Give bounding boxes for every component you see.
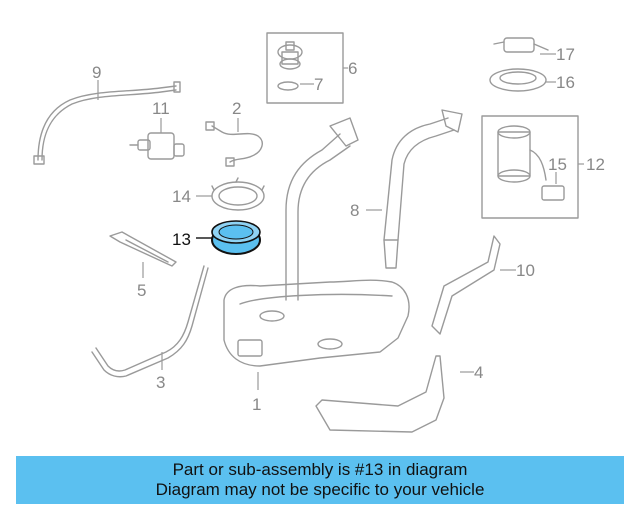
part-12-pump-module-box: 12 15 xyxy=(481,115,605,219)
callout-11: 11 xyxy=(152,99,170,118)
callout-6: 6 xyxy=(348,59,357,78)
part-13-seal-highlighted: 13 xyxy=(172,220,261,255)
part-1-fuel-tank: 1 xyxy=(223,117,410,414)
callout-17: 17 xyxy=(556,45,575,64)
callout-7: 7 xyxy=(314,75,323,94)
part-3-tank-strap: 3 xyxy=(91,265,209,392)
part-16-ring-nut: 16 xyxy=(489,68,575,92)
part-4-shield: 4 xyxy=(315,355,483,433)
callout-9: 9 xyxy=(92,63,101,82)
callout-5: 5 xyxy=(137,281,146,300)
svg-text:2: 2 xyxy=(232,99,241,118)
callout-10: 10 xyxy=(516,261,535,280)
banner-line-1: Part or sub-assembly is #13 in diagram xyxy=(172,460,468,479)
callout-8: 8 xyxy=(350,201,359,220)
callout-15: 15 xyxy=(548,155,567,174)
callout-13: 13 xyxy=(172,230,191,249)
part-11-fuel-filter: 11 xyxy=(129,99,185,160)
callout-12: 12 xyxy=(586,155,605,174)
part-8-filler-neck: 8 xyxy=(350,109,463,269)
callout-1: 1 xyxy=(252,395,261,414)
part-14-lock-ring: 14 xyxy=(172,177,265,211)
part-5-bracket: 5 xyxy=(109,231,177,300)
callout-16: 16 xyxy=(556,73,575,92)
callout-3: 3 xyxy=(156,373,165,392)
part-10-bracket: 10 xyxy=(431,235,535,335)
callout-4: 4 xyxy=(474,363,483,382)
part-9-vent-hose: 9 xyxy=(33,63,181,165)
banner-line-2: Diagram may not be specific to your vehi… xyxy=(155,480,485,499)
info-banner: Part or sub-assembly is #13 in diagram D… xyxy=(16,456,624,504)
parts-diagram: 9 11 2 14 13 5 xyxy=(33,32,605,433)
part-6-box: 6 7 xyxy=(266,32,357,104)
part-17-connector: 17 xyxy=(493,37,575,64)
callout-14: 14 xyxy=(172,187,191,206)
part-2-sensor-wire: 2 xyxy=(205,99,263,167)
